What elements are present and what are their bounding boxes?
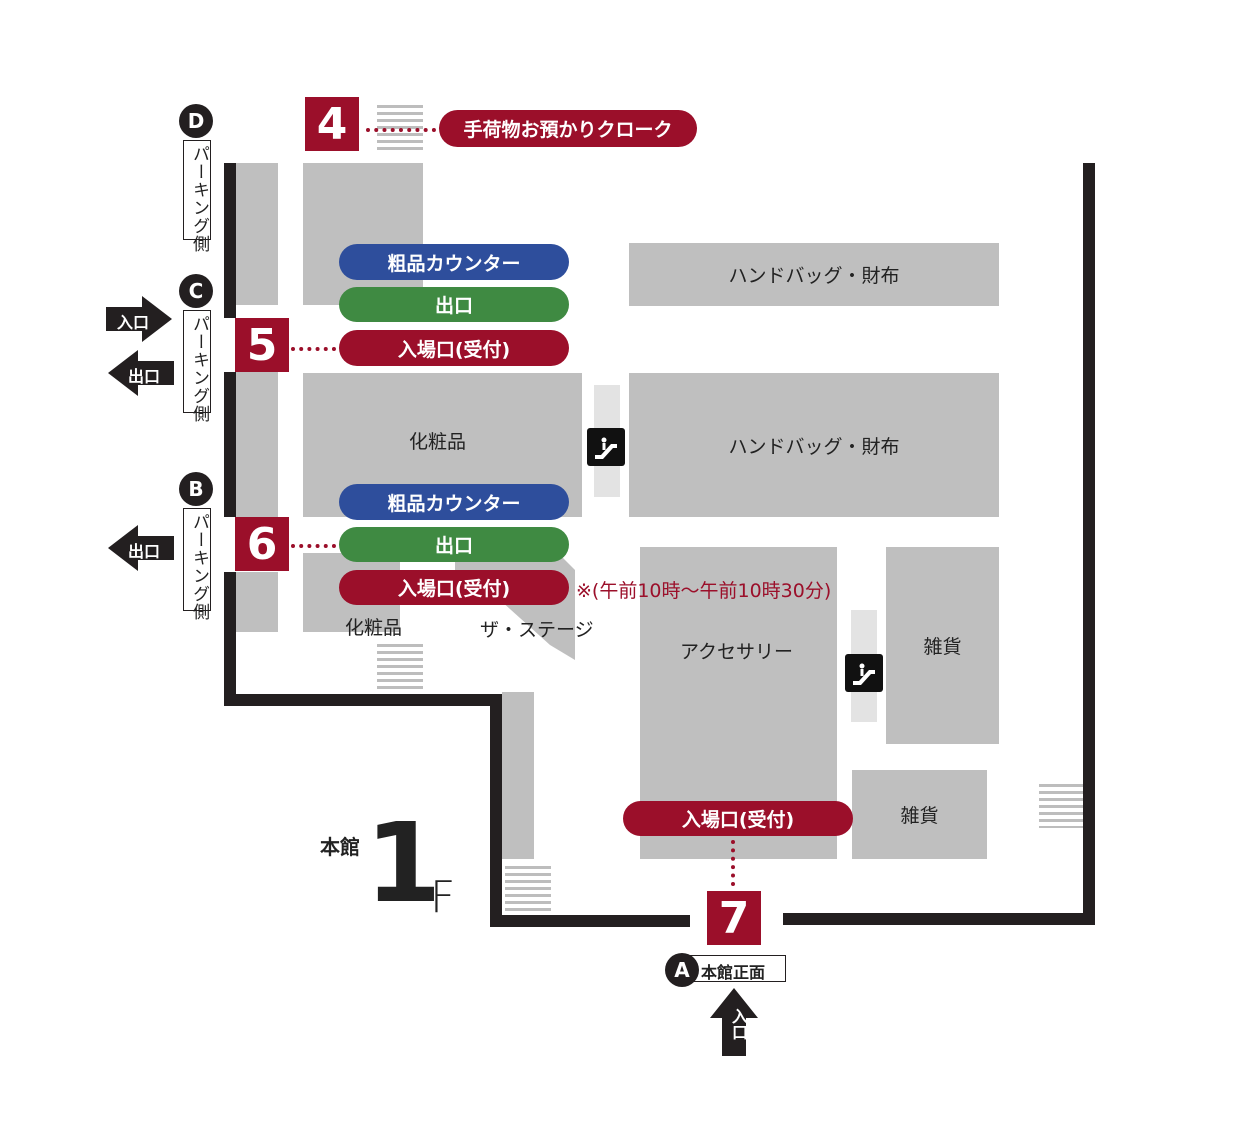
entrance-c-out-label: 出口: [128, 367, 161, 386]
stairs-icon: [377, 644, 423, 691]
entrance-a-label: 本館正面: [701, 963, 766, 982]
arrow-up-icon: [710, 988, 758, 1056]
entrance-c-label: パーキング側: [189, 315, 209, 423]
gate-7-connector: [731, 840, 735, 886]
gate-5-entry: 入場口(受付): [339, 330, 569, 366]
entrance-c-label-box: パーキング側: [183, 310, 211, 423]
area-handbag-2: ハンドバッグ・財布: [629, 373, 999, 517]
area-handbag-2-label: ハンドバッグ・財布: [728, 435, 900, 458]
wall-right: [1083, 163, 1095, 925]
building-label: 本館: [320, 835, 360, 859]
arrow-right-icon: [106, 296, 172, 342]
entrance-d-label: パーキング側: [189, 145, 209, 253]
stairs-icon: [505, 866, 551, 913]
corridor-strip-bottom: [236, 572, 278, 632]
gate-4-number: 4: [305, 97, 359, 151]
entrance-b-label-box: パーキング側: [183, 508, 211, 621]
floor-suffix: F: [430, 872, 456, 923]
area-accessory-label: アクセサリー: [680, 641, 794, 663]
gate-6-connector: [291, 544, 336, 548]
gate-6-entry: 入場口(受付): [339, 570, 569, 605]
stairs-icon: [1039, 784, 1083, 828]
block-corridor-bottom: [502, 692, 534, 859]
gate-4-connector: [366, 128, 436, 132]
area-goods-2-label: 雑貨: [900, 805, 939, 827]
gate-5-gift-counter: 粗品カウンター: [339, 244, 569, 280]
wall-left-upper: [224, 163, 236, 318]
corridor-strip-mid: [236, 372, 278, 517]
gate-6-gift-counter: 粗品カウンター: [339, 484, 569, 520]
gate-5-connector: [291, 347, 336, 351]
area-handbag-1-label: ハンドバッグ・財布: [728, 265, 900, 287]
entrance-c-in-label: 入口: [117, 313, 150, 332]
entry-hours-note: ※(午前10時〜午前10時30分): [576, 580, 832, 602]
gate-6-exit: 出口: [339, 527, 569, 562]
gate-5-exit: 出口: [339, 287, 569, 322]
area-cosmetics-2-label: 化粧品: [345, 617, 403, 639]
entrance-a-badge: A: [665, 953, 699, 987]
area-goods-2: 雑貨: [852, 770, 987, 859]
wall-left-mid: [224, 372, 236, 517]
block-top-left: [303, 163, 423, 305]
cloakroom-label: 手荷物お預かりクローク: [439, 110, 697, 147]
entrance-a-in-label: 入口: [729, 1008, 748, 1040]
wall-bottom-middle: [490, 915, 690, 927]
escalator-icon: [587, 428, 625, 466]
wall-bottom-right: [783, 913, 1095, 925]
wall-step-vertical: [490, 694, 502, 927]
entrance-b-label: パーキング側: [189, 513, 209, 621]
corridor-strip-top: [236, 163, 278, 305]
area-cosmetics-1-label: 化粧品: [408, 430, 466, 453]
gate-7-number: 7: [707, 891, 761, 945]
gate-6-number: 6: [235, 517, 289, 571]
escalator-icon: [845, 654, 883, 692]
entrance-d-label-box: パーキング側: [183, 140, 211, 253]
entrance-b-badge: B: [179, 472, 213, 506]
gate-5-number: 5: [235, 318, 289, 372]
area-goods-1: 雑貨: [886, 547, 999, 744]
gate-7-entry: 入場口(受付): [623, 801, 853, 836]
arrow-left-icon: [108, 350, 174, 396]
entrance-b-out-label: 出口: [128, 542, 161, 561]
entrance-d-badge: D: [179, 104, 213, 138]
area-handbag-1: ハンドバッグ・財布: [629, 243, 999, 306]
arrow-left-icon: [108, 525, 174, 571]
wall-bottom-left: [224, 694, 502, 706]
floor-number: 1: [365, 799, 442, 927]
area-the-stage-label: ザ・ステージ: [480, 619, 594, 641]
area-goods-1-label: 雑貨: [923, 636, 962, 658]
entrance-c-badge: C: [179, 274, 213, 308]
wall-left-lower: [224, 572, 236, 706]
